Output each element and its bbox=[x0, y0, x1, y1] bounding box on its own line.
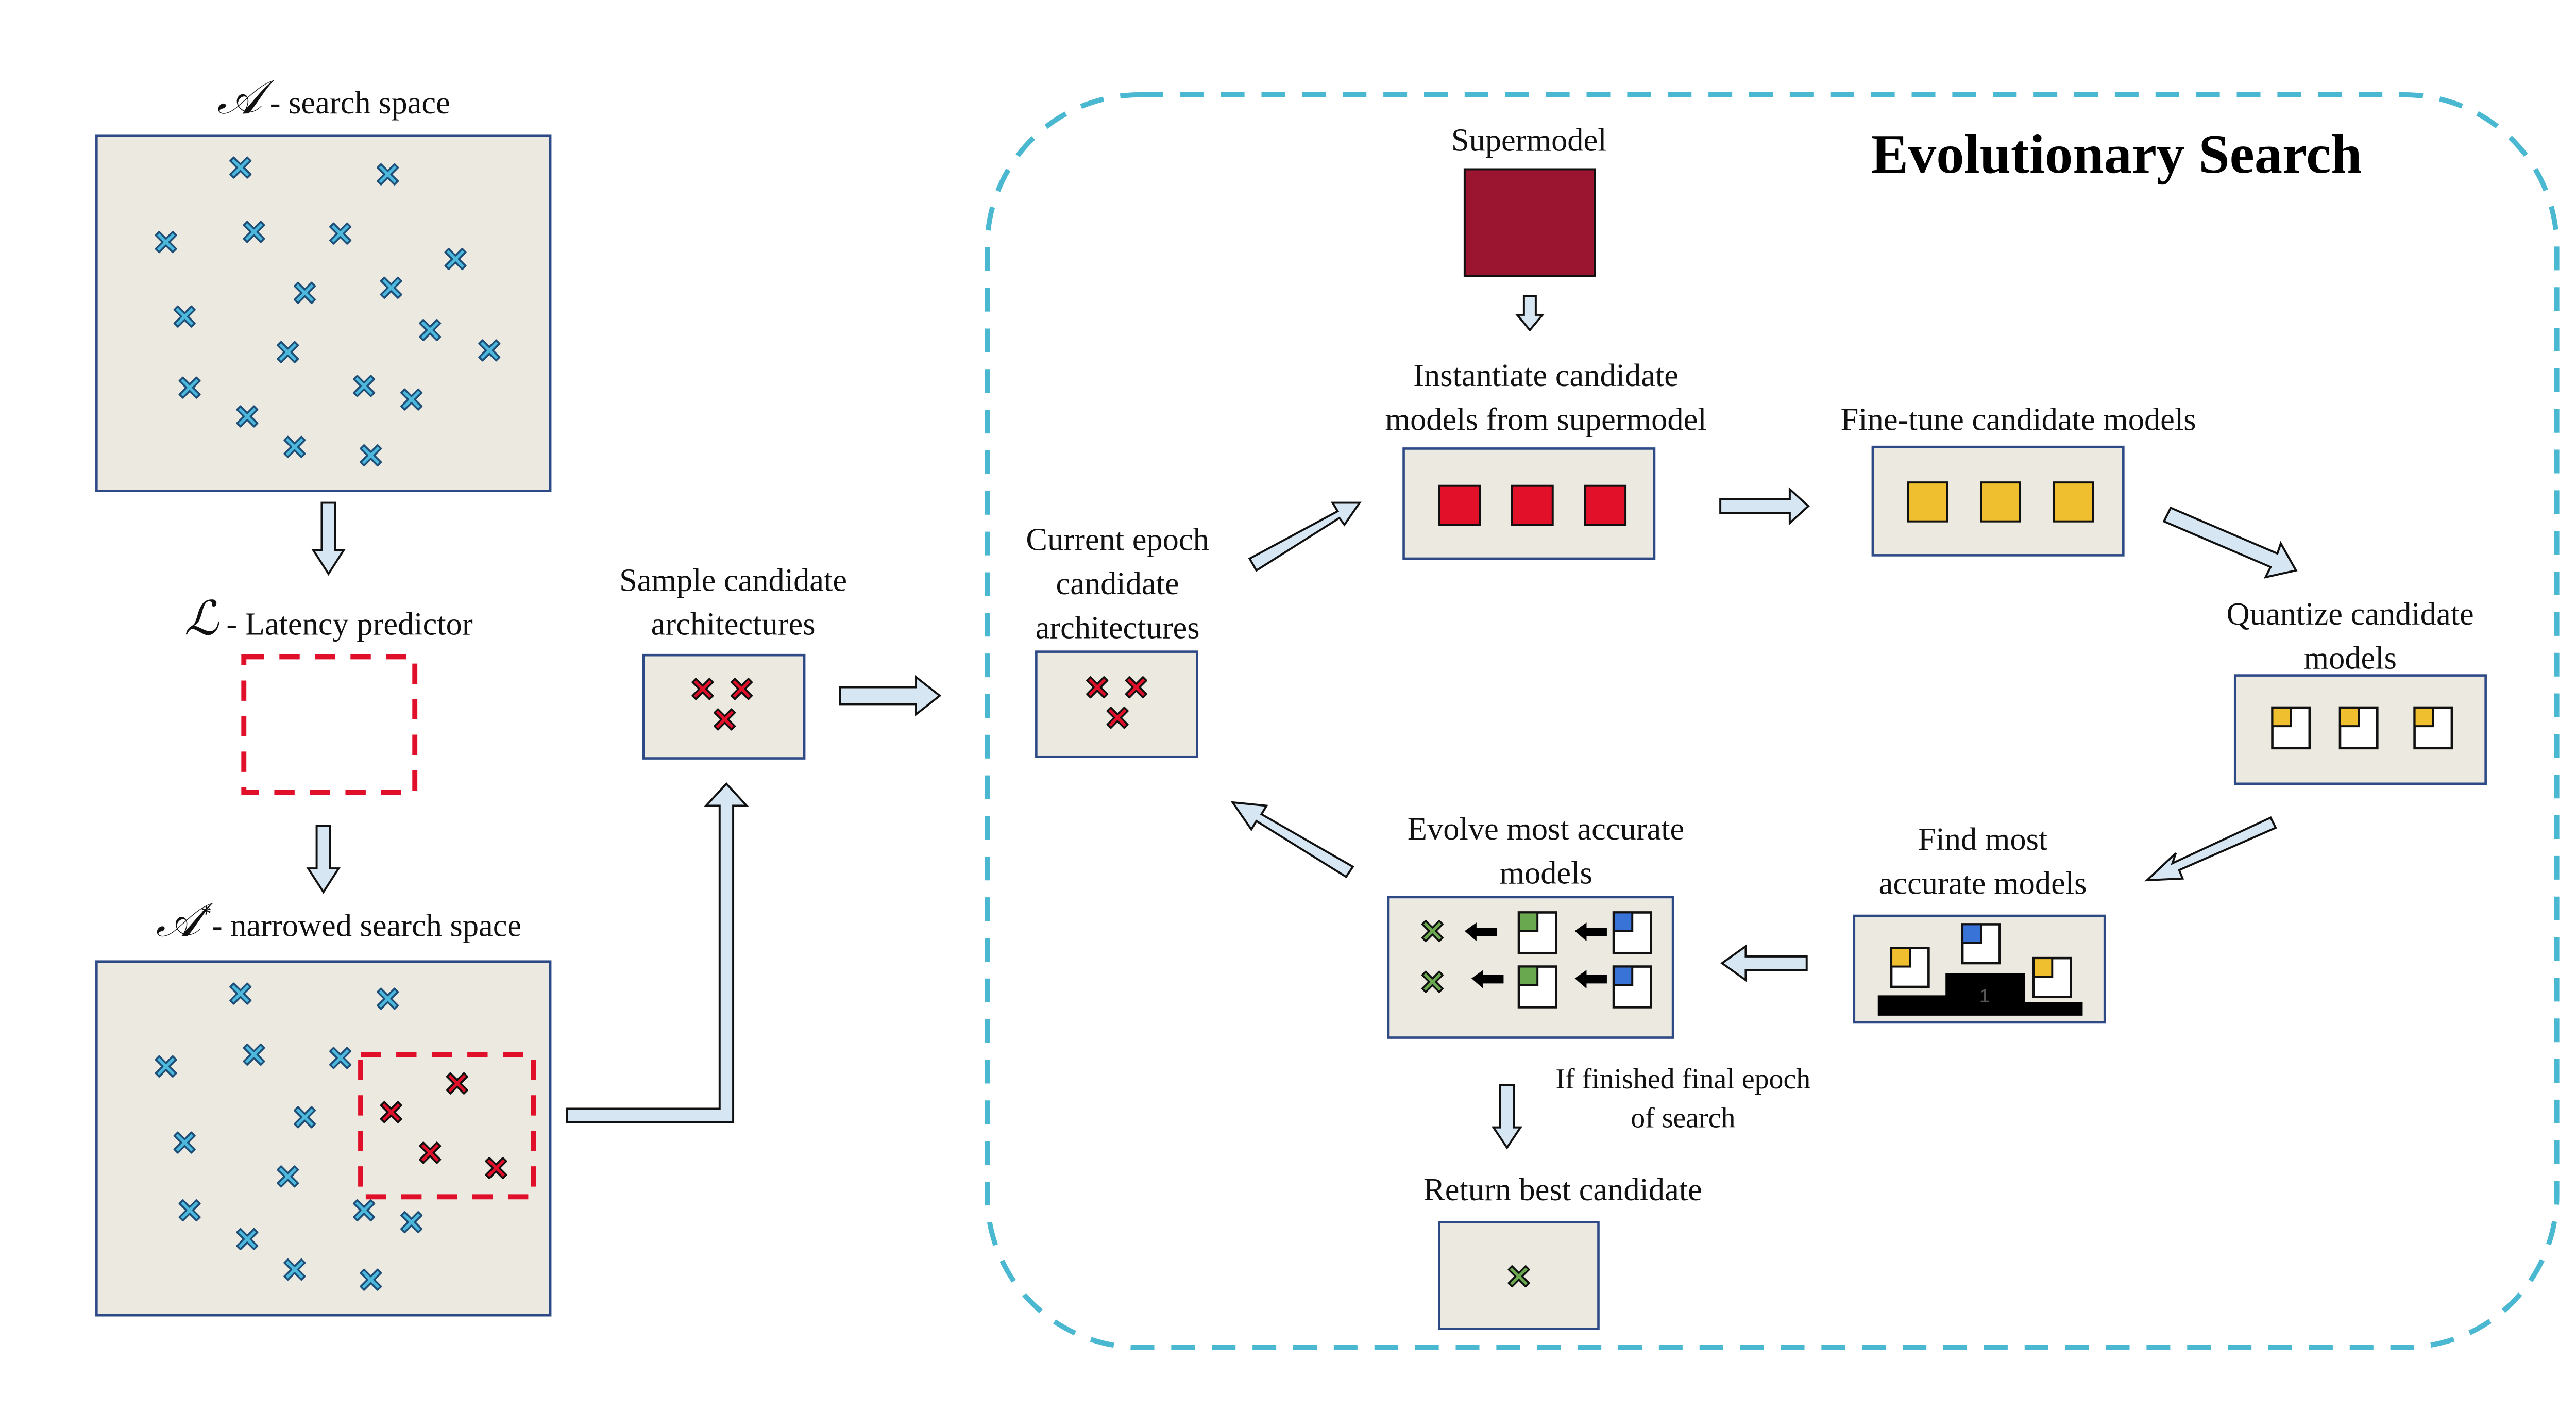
quantized-weights-block bbox=[2271, 707, 2292, 728]
best-weights-block bbox=[1613, 911, 1634, 932]
evolutionary-search-title: Evolutionary Search bbox=[1871, 123, 2362, 185]
arrow-current-to-instantiate bbox=[1248, 501, 1362, 572]
arrow-supermodel-down bbox=[1515, 295, 1545, 332]
instantiate-label-line2: models from supermodel bbox=[1385, 401, 1707, 437]
evolve-arrow-icon bbox=[1471, 970, 1504, 989]
finetuned-model-block bbox=[2053, 481, 2094, 523]
evolve-label-line2: models bbox=[1499, 855, 1592, 891]
podium: 1 bbox=[1877, 923, 2083, 1016]
ranked-weights-block bbox=[1890, 947, 1911, 968]
latency-predictor-label: ℒ - Latency predictor bbox=[184, 591, 472, 646]
arrow-find-to-evolve bbox=[1720, 944, 1808, 982]
arrow-finetune-to-quantize bbox=[2162, 506, 2298, 579]
best-weights-block bbox=[1613, 965, 1634, 986]
condition-label-line2: of search bbox=[1631, 1102, 1735, 1134]
candidate-model-block bbox=[1511, 484, 1554, 526]
finetuned-model-block bbox=[1907, 481, 1948, 523]
ranked-weights-block bbox=[2032, 957, 2054, 978]
latency-predictor-box bbox=[241, 654, 418, 795]
narrowed-space-panel bbox=[95, 960, 552, 1317]
arrow-into-evolutionary-search bbox=[839, 675, 942, 717]
evolve-arrow-icon bbox=[1464, 922, 1497, 942]
arrow-to-return bbox=[1492, 1084, 1522, 1150]
narrowed-region-box bbox=[358, 1052, 536, 1200]
find-label-line2: accurate models bbox=[1879, 865, 2087, 901]
quantize-label-line1: Quantize candidate bbox=[2227, 596, 2474, 632]
quantized-weights-block bbox=[2413, 707, 2434, 728]
quantized-weights-block bbox=[2339, 707, 2360, 728]
best-weights-block bbox=[1961, 923, 1982, 944]
evolve-arrow-icon bbox=[1574, 922, 1607, 942]
current-epoch-label-line1: Current epoch bbox=[1026, 522, 1209, 558]
sample-label-line1: Sample candidate bbox=[619, 562, 847, 598]
find-label-line1: Find most bbox=[1918, 821, 2048, 857]
narrowed-space-label: 𝒜*- narrowed search space bbox=[156, 892, 521, 947]
candidate-model-block bbox=[1438, 484, 1481, 526]
evolve-rows bbox=[1421, 911, 1652, 1009]
current-epoch-label-line3: architectures bbox=[1036, 609, 1200, 645]
arrow-down-to-narrowed bbox=[306, 825, 341, 894]
evolve-label-line1: Evolve most accurate bbox=[1408, 811, 1684, 847]
finetune-label: Fine-tune candidate models bbox=[1841, 401, 2196, 437]
sample-label-line2: architectures bbox=[651, 606, 816, 642]
sample-panel bbox=[642, 653, 806, 760]
candidate-model-block bbox=[1584, 484, 1627, 526]
evolved-weights-block bbox=[1518, 911, 1539, 932]
search-space-panel bbox=[95, 134, 552, 492]
arrow-quantize-to-find bbox=[2144, 816, 2277, 882]
evolved-weights-block bbox=[1518, 965, 1539, 986]
arrow-down-to-latency bbox=[311, 501, 346, 576]
return-label: Return best candidate bbox=[1423, 1171, 1702, 1207]
instantiate-label-line1: Instantiate candidate bbox=[1413, 357, 1679, 393]
podium-base bbox=[1877, 973, 2083, 1016]
condition-label-line1: If finished final epoch bbox=[1555, 1063, 1810, 1095]
supermodel-label: Supermodel bbox=[1451, 122, 1607, 158]
elbow-arrow-to-sample bbox=[566, 782, 749, 1123]
current-epoch-label-line2: candidate bbox=[1056, 565, 1179, 601]
quantized-models bbox=[2271, 706, 2453, 750]
finetuned-model-block bbox=[1980, 481, 2021, 523]
search-space-label: 𝒜 - search space bbox=[217, 70, 450, 125]
arrow-evolve-to-current bbox=[1230, 801, 1354, 879]
current-epoch-panel bbox=[1035, 650, 1198, 758]
quantize-label-line2: models bbox=[2304, 640, 2397, 676]
evolutionary-search-boundary bbox=[985, 92, 2560, 1350]
podium-rank-label: 1 bbox=[1979, 985, 1990, 1006]
arrow-instantiate-to-finetune bbox=[1719, 486, 1810, 526]
supermodel-block bbox=[1463, 168, 1596, 277]
quantized-model-doc bbox=[2271, 706, 2311, 750]
evolve-arrow-icon bbox=[1574, 970, 1607, 989]
